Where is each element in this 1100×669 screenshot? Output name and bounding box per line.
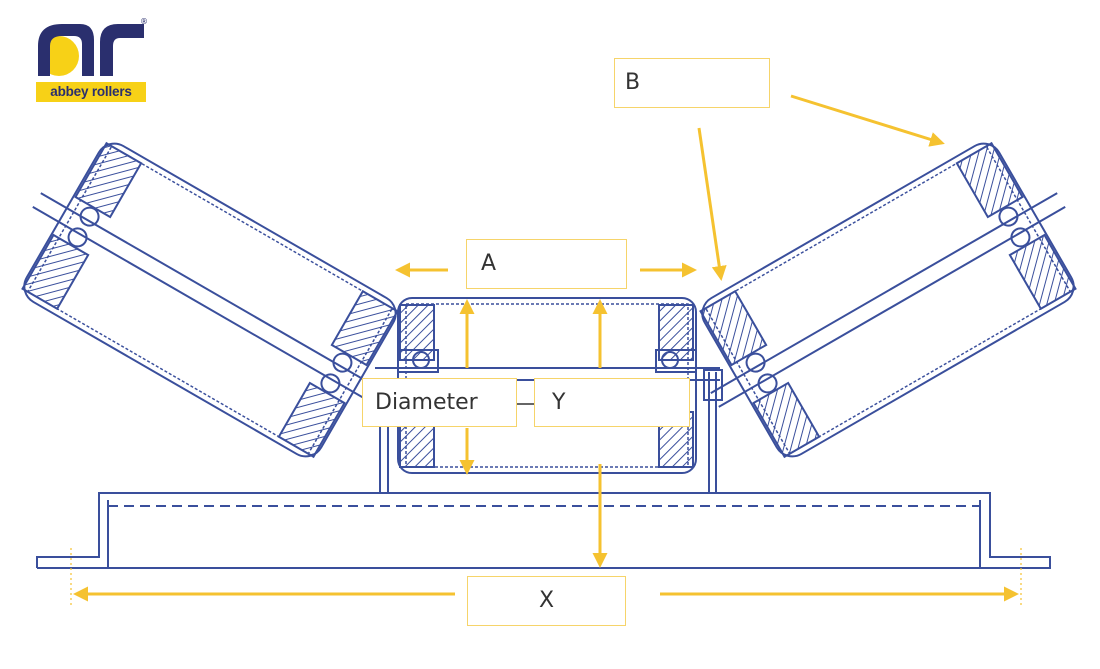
label-diameter: Diameter [362, 378, 517, 427]
dimension-arrows [70, 94, 1022, 606]
registered-mark: ® [140, 17, 148, 26]
label-y: Y [534, 378, 690, 427]
label-b: B [614, 58, 770, 108]
logo-mark-icon: ® [38, 17, 148, 76]
label-a: A [466, 239, 627, 289]
arrow-b-to-wing-end [697, 127, 727, 281]
abbey-rollers-logo: ® abbey rollers [36, 16, 148, 108]
right-wing-roller [699, 141, 1077, 459]
left-wing-roller [21, 141, 399, 459]
base-frame [36, 492, 1051, 569]
label-x: X [467, 576, 626, 626]
arrow-b-to-right-roller [790, 94, 945, 147]
logo-brand-text: abbey rollers [36, 82, 146, 102]
